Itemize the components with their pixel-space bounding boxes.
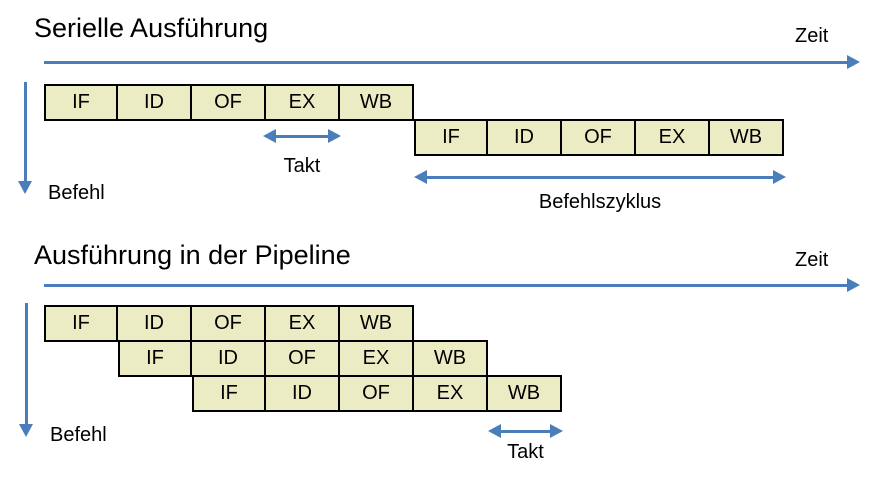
stage-cell: WB bbox=[710, 119, 784, 156]
arrow-shaft bbox=[24, 303, 28, 427]
serial-instruction-1-row: IF ID OF EX WB bbox=[44, 84, 414, 121]
stage-cell: EX bbox=[636, 119, 710, 156]
stage-cell: EX bbox=[340, 340, 414, 377]
serial-time-axis-label: Zeit bbox=[795, 25, 829, 47]
arrow-shaft bbox=[273, 134, 331, 138]
arrowhead-down-icon bbox=[18, 181, 32, 194]
stage-cell: IF bbox=[414, 119, 488, 156]
pipeline-title: Ausführung in der Pipeline bbox=[34, 240, 351, 270]
pipeline-instruction-1-row: IF ID OF EX WB bbox=[44, 305, 414, 342]
pipeline-time-arrow bbox=[44, 277, 860, 293]
serial-time-arrow bbox=[44, 54, 860, 70]
serial-instruction-axis-label: Befehl bbox=[48, 182, 105, 204]
serial-clock-double-arrow bbox=[263, 128, 341, 144]
serial-title: Serielle Ausführung bbox=[34, 13, 269, 43]
stage-cell: ID bbox=[192, 340, 266, 377]
pipeline-instruction-axis-label: Befehl bbox=[50, 424, 107, 446]
stage-cell: EX bbox=[266, 84, 340, 121]
stage-cell: OF bbox=[192, 84, 266, 121]
stage-cell: ID bbox=[488, 119, 562, 156]
pipeline-time-axis-label: Zeit bbox=[795, 249, 829, 271]
stage-cell: IF bbox=[118, 340, 192, 377]
arrow-shaft bbox=[23, 82, 27, 184]
stage-cell: OF bbox=[562, 119, 636, 156]
arrowhead-left-icon bbox=[414, 170, 427, 184]
pipeline-clock-label: Takt bbox=[507, 441, 544, 463]
arrow-shaft bbox=[498, 429, 553, 433]
stage-cell: WB bbox=[414, 340, 488, 377]
arrowhead-right-icon bbox=[328, 129, 341, 143]
stage-cell: OF bbox=[266, 340, 340, 377]
arrow-shaft bbox=[424, 175, 776, 179]
arrowhead-right-icon bbox=[773, 170, 786, 184]
stage-cell: ID bbox=[118, 84, 192, 121]
arrowhead-left-icon bbox=[263, 129, 276, 143]
serial-cycle-label: Befehlszyklus bbox=[538, 191, 662, 213]
stage-cell: IF bbox=[192, 375, 266, 412]
serial-cycle-double-arrow bbox=[414, 169, 786, 185]
arrowhead-right-icon bbox=[550, 424, 563, 438]
pipeline-clock-double-arrow bbox=[488, 423, 563, 439]
stage-cell: IF bbox=[44, 84, 118, 121]
pipeline-instruction-3-row: IF ID OF EX WB bbox=[192, 375, 562, 412]
serial-clock-label: Takt bbox=[283, 155, 321, 177]
arrowhead-left-icon bbox=[488, 424, 501, 438]
serial-instruction-2-row: IF ID OF EX WB bbox=[414, 119, 784, 156]
arrow-shaft bbox=[44, 283, 850, 287]
stage-cell: OF bbox=[340, 375, 414, 412]
arrowhead-right-icon bbox=[847, 55, 860, 69]
stage-cell: WB bbox=[340, 305, 414, 342]
stage-cell: ID bbox=[266, 375, 340, 412]
arrowhead-right-icon bbox=[847, 278, 860, 292]
stage-cell: EX bbox=[266, 305, 340, 342]
pipeline-instruction-arrow bbox=[18, 303, 34, 437]
stage-cell: OF bbox=[192, 305, 266, 342]
stage-cell: EX bbox=[414, 375, 488, 412]
stage-cell: ID bbox=[118, 305, 192, 342]
stage-cell: WB bbox=[488, 375, 562, 412]
arrow-shaft bbox=[44, 60, 850, 64]
arrowhead-down-icon bbox=[19, 424, 33, 437]
stage-cell: WB bbox=[340, 84, 414, 121]
stage-cell: IF bbox=[44, 305, 118, 342]
pipeline-instruction-2-row: IF ID OF EX WB bbox=[118, 340, 488, 377]
serial-instruction-arrow bbox=[17, 82, 33, 194]
